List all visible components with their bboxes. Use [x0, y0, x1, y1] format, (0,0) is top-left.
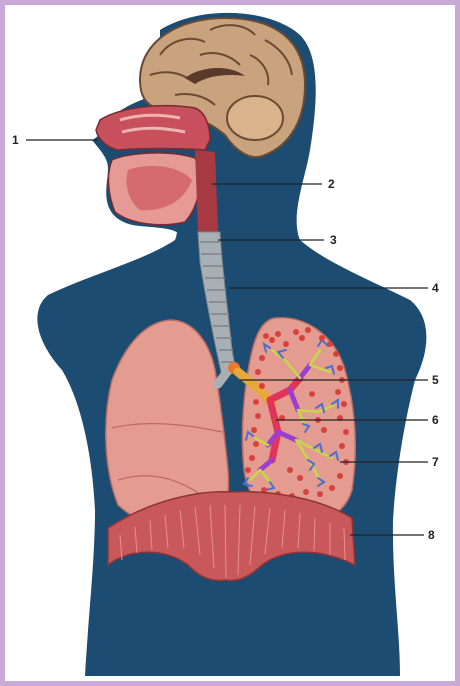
label-4: 4	[432, 281, 439, 295]
label-7: 7	[432, 455, 439, 469]
label-6: 6	[432, 413, 439, 427]
label-1: 1	[12, 133, 19, 147]
label-5: 5	[432, 373, 439, 387]
cerebellum	[227, 96, 283, 140]
label-3: 3	[330, 233, 337, 247]
label-2: 2	[328, 177, 335, 191]
pharynx	[195, 150, 218, 232]
label-8: 8	[428, 528, 435, 542]
